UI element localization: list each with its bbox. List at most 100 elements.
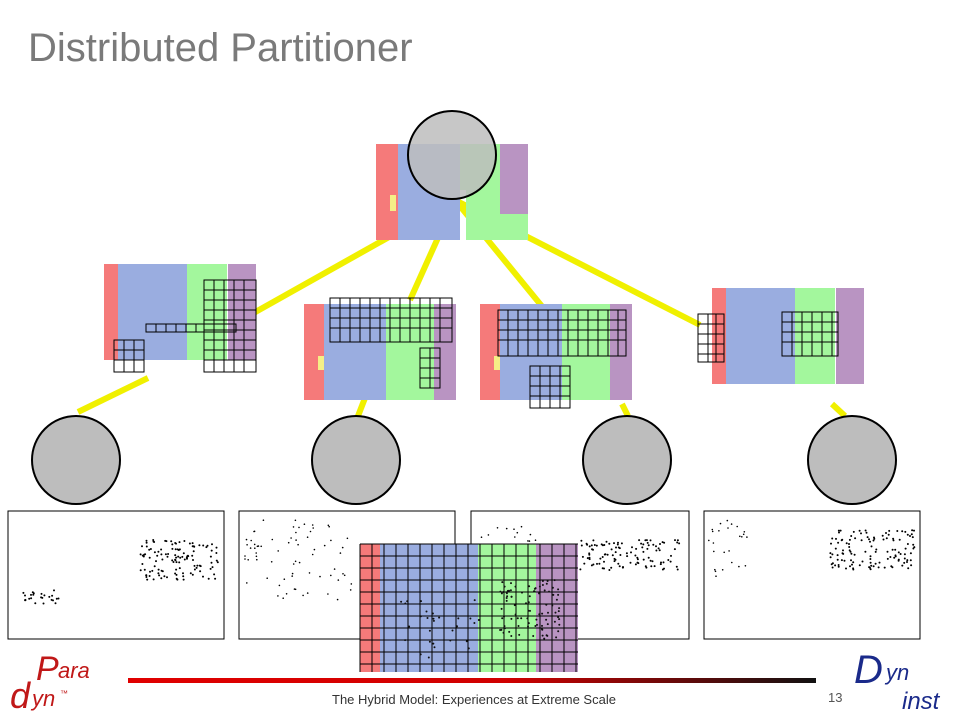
scatter-dot <box>608 569 611 571</box>
scatter-dot <box>583 562 586 565</box>
scatter-dot <box>617 541 619 544</box>
scatter-dot <box>503 585 506 588</box>
scatter-dot <box>541 634 544 637</box>
scatter-dot <box>714 568 716 571</box>
level1-map-1-grid <box>113 279 257 373</box>
scatter-dot <box>644 539 647 542</box>
scatter-dot <box>55 597 58 600</box>
scatter-dot <box>616 543 619 546</box>
scatter-dot <box>513 604 516 607</box>
scatter-dot <box>508 589 510 592</box>
scatter-dot <box>191 554 194 557</box>
scatter-dot <box>182 575 185 578</box>
scatter-dot <box>432 617 435 620</box>
scatter-dot <box>558 618 561 621</box>
scatter-dot <box>52 599 54 602</box>
scatter-dot <box>642 543 645 546</box>
scatter-dot <box>718 530 720 532</box>
scatter-dot <box>249 547 252 549</box>
scatter-dot <box>600 543 603 546</box>
scatter-dot <box>141 554 144 557</box>
scatter-dot <box>877 566 880 569</box>
scatter-dot <box>897 551 900 554</box>
scatter-dot <box>842 552 845 555</box>
scatter-dot <box>152 540 155 543</box>
scatter-dot <box>629 561 632 564</box>
scatter-dot <box>285 593 288 595</box>
scatter-dot <box>473 599 476 602</box>
scatter-dot <box>850 535 853 537</box>
scatter-dot <box>658 549 661 552</box>
scatter-dot <box>874 562 877 565</box>
scatter-dot <box>521 591 523 594</box>
scatter-dot <box>183 558 186 561</box>
scatter-dot <box>861 560 864 563</box>
scatter-dot <box>48 595 51 598</box>
level1-map-2-grid <box>329 297 453 389</box>
scatter-dot <box>644 565 647 568</box>
scatter-dot <box>419 653 422 656</box>
scatter-dot <box>613 560 616 563</box>
scatter-dot <box>166 576 168 579</box>
scatter-dot <box>153 565 156 568</box>
scatter-dot <box>350 583 353 585</box>
scatter-dot <box>894 548 897 551</box>
scatter-dot <box>840 559 843 562</box>
scatter-dot <box>172 561 175 563</box>
scatter-dot <box>870 564 873 567</box>
scatter-dot <box>153 551 156 554</box>
scatter-dot <box>557 610 560 613</box>
scatter-dot <box>215 559 218 562</box>
scatter-dot <box>428 629 431 632</box>
scatter-dot <box>647 544 650 547</box>
scatter-dot <box>590 544 593 547</box>
scatter-dot <box>167 553 170 555</box>
scatter-dot <box>621 566 624 569</box>
scatter-dot <box>209 567 212 570</box>
scatter-dot <box>404 602 407 605</box>
scatter-dot <box>306 592 309 594</box>
scatter-dot <box>635 547 638 550</box>
scatter-dot <box>294 560 297 563</box>
scatter-dot <box>903 561 906 564</box>
scatter-dot <box>852 568 855 571</box>
leaf-node-2 <box>311 415 401 505</box>
scatter-dot <box>499 629 502 631</box>
scatter-dot <box>858 564 861 567</box>
level1-map-4 <box>712 288 864 384</box>
scatter-dot <box>636 556 639 559</box>
scatter-dot <box>527 625 529 628</box>
scatter-dot <box>545 634 548 637</box>
scatter-dot <box>545 603 548 606</box>
scatter-dot <box>51 594 54 597</box>
scatter-dot <box>420 600 422 603</box>
scatter-dot <box>552 593 555 596</box>
scatter-dot <box>870 545 873 548</box>
scatter-dot <box>149 570 151 573</box>
scatter-dot <box>852 561 855 564</box>
scatter-dot <box>292 526 295 528</box>
scatter-dot <box>426 617 429 619</box>
scatter-dot <box>721 569 724 571</box>
scatter-dot <box>349 589 352 591</box>
scatter-dot <box>726 519 729 522</box>
scatter-dot <box>634 554 637 557</box>
scatter-dot <box>554 611 557 614</box>
scatter-dot <box>883 566 886 569</box>
scatter-dot <box>909 535 911 537</box>
scatter-dot <box>196 564 199 567</box>
scatter-dot <box>538 585 541 588</box>
scatter-dot <box>525 602 527 605</box>
scatter-dot <box>244 558 246 560</box>
scatter-dot <box>545 582 548 585</box>
scatter-dot <box>850 552 853 555</box>
scatter-dot <box>516 531 519 534</box>
scatter-dot <box>529 609 531 612</box>
scatter-dot <box>278 584 281 587</box>
scatter-dot <box>330 574 332 577</box>
scatter-dot <box>657 547 660 550</box>
scatter-dot <box>152 578 155 581</box>
scatter-dot <box>477 619 480 621</box>
scatter-dot <box>287 541 290 544</box>
